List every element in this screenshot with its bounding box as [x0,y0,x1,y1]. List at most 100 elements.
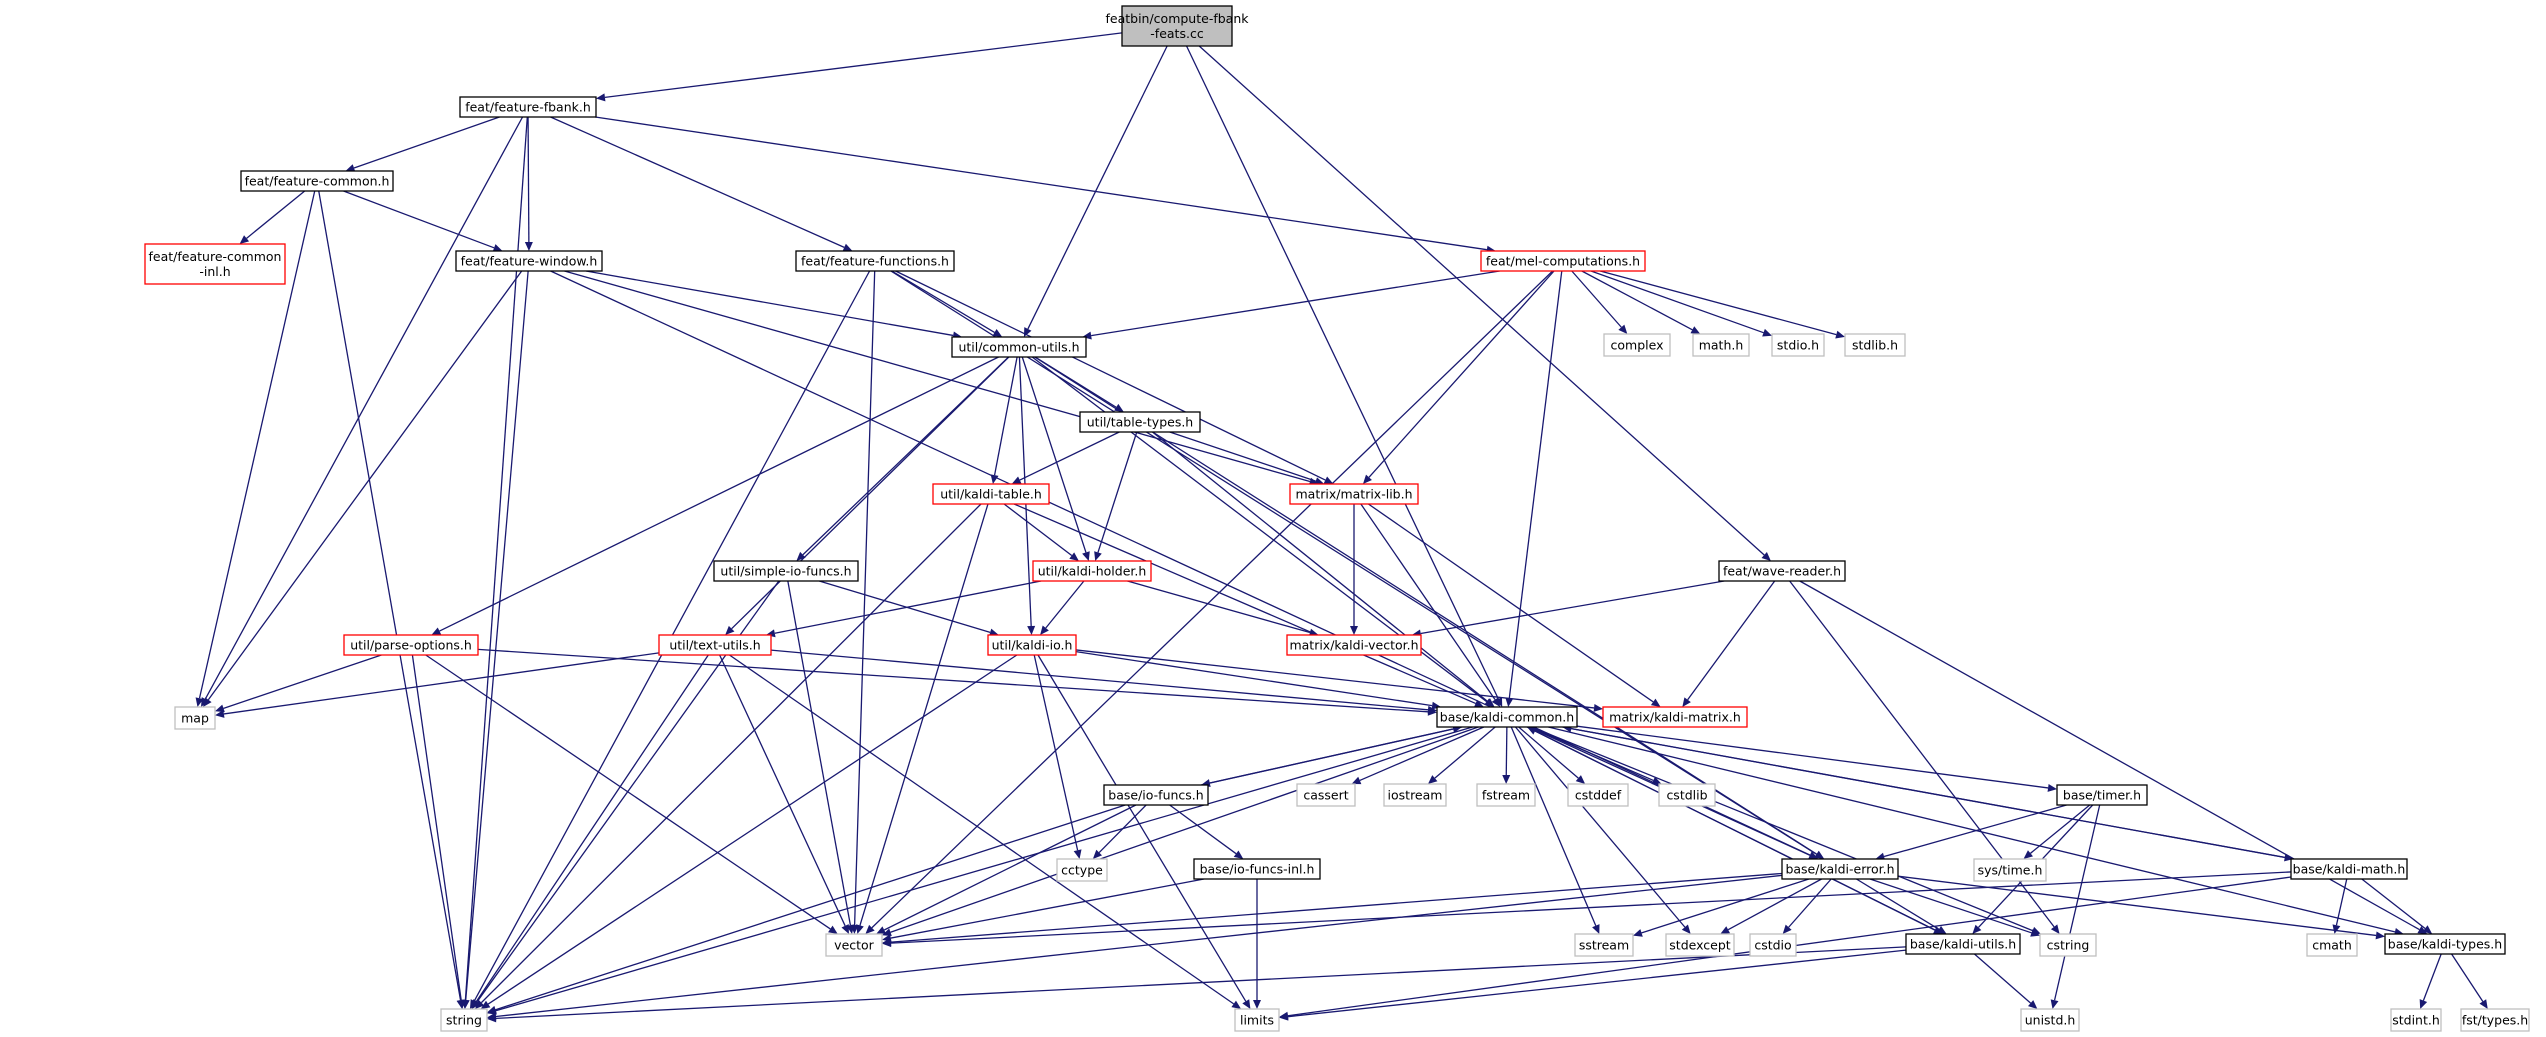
node-vector: vector [825,933,883,957]
node-limits: limits [1234,1008,1280,1032]
node-iofuncs[interactable]: base/io-funcs.h [1103,784,1209,806]
node-box [1056,858,1108,882]
edge-kaldierror-to-kalditypes [1897,875,2385,940]
edge-wavereader-to-kaldimatrix [1682,580,1776,707]
node-fbank[interactable]: feat/feature-fbank.h [459,96,597,118]
node-kaldimath[interactable]: base/kaldi-math.h [2290,858,2408,880]
edge-melcomp-to-stdlibh [1599,270,1845,339]
edge-kaldierror-to-stdexcept [1720,878,1822,934]
edge-iofuncs-to-string [487,804,1126,1014]
edge-tabletypes-to-kalditable [1011,431,1120,484]
edge-fbank-to-fcommon [345,116,500,172]
node-commonutils[interactable]: util/common-utils.h [951,336,1087,358]
edge-fcommon-to-fcommoninl [239,190,306,244]
node-label: cassert [1303,788,1348,803]
node-fcommon[interactable]: feat/feature-common.h [240,170,394,192]
edge-fwindow-to-commonutils [585,270,963,340]
node-box [1383,783,1447,807]
node-kaldiholder[interactable]: util/kaldi-holder.h [1032,560,1152,582]
edge-arrowhead [487,1005,497,1014]
node-box [2039,933,2097,957]
node-label: base/kaldi-common.h [1440,710,1574,725]
edge-kaldiutils-to-unistd [1974,953,2038,1009]
edge-matrixlib-to-kaldimatrix [1368,503,1661,707]
edge-line [2422,953,2442,1001]
node-kaldicommon[interactable]: base/kaldi-common.h [1436,706,1578,728]
edge-line [246,190,306,239]
node-kaldivector[interactable]: matrix/kaldi-vector.h [1286,634,1422,656]
edge-kaldiio-to-cctype [1033,654,1082,859]
node-box [2306,933,2358,957]
node-kaldiio[interactable]: util/kaldi-io.h [987,634,1077,656]
edge-arrowhead [1808,851,1819,859]
node-box [932,483,1050,505]
node-simpleio[interactable]: util/simple-io-funcs.h [713,560,859,582]
node-iofuncsinl[interactable]: base/io-funcs-inl.h [1193,858,1321,880]
edge-kaldicommon-to-string [487,726,1473,1015]
node-textutils[interactable]: util/text-utils.h [658,634,772,656]
edge-arrowhead [1618,324,1628,334]
edge-line [890,872,1783,943]
edge-arrowhead [1592,924,1600,934]
node-kaldimatrix[interactable]: matrix/kaldi-matrix.h [1602,706,1748,728]
node-root[interactable]: featbin/compute-fbank-feats.cc [1105,5,1249,47]
edge-line [1198,45,1765,556]
edge-matrixlib-to-kaldivector [1350,504,1358,635]
edge-line [787,580,852,926]
node-parseoptions[interactable]: util/parse-options.h [343,634,479,656]
node-fcommoninl[interactable]: feat/feature-common-inl.h [144,243,286,285]
edge-line [487,654,1018,1005]
node-label: matrix/kaldi-matrix.h [1609,710,1741,725]
edge-root-to-wavereader [1198,45,1771,561]
edge-iofuncs-to-kaldicommon [1200,725,1462,786]
edge-arrowhead [431,627,442,635]
node-kaldierror[interactable]: base/kaldi-error.h [1781,858,1899,880]
edge-arrowhead [2422,925,2433,934]
node-matrixlib[interactable]: matrix/matrix-lib.h [1289,483,1419,505]
edge-line [198,190,316,699]
edge-arrowhead [524,241,533,251]
edge-line [477,648,1429,713]
node-box [2020,1008,2080,1032]
node-ffunctions[interactable]: feat/feature-functions.h [795,250,955,272]
edge-line [1505,726,1508,776]
node-stdexcept: stdexcept [1665,933,1735,957]
edge-arrowhead [1491,697,1501,707]
node-kalditypes[interactable]: base/kaldi-types.h [2384,933,2506,955]
node-cmath: cmath [2306,933,2358,957]
edge-kaldicommon-to-kalditypes [1548,726,2404,936]
edge-arrowhead [1814,850,1825,859]
edge-line [495,726,1473,1012]
node-box [1234,1008,1280,1032]
node-tabletypes[interactable]: util/table-types.h [1079,411,1201,433]
edge-line [475,654,709,1002]
edge-arrowhead [882,928,892,937]
node-wavereader[interactable]: feat/wave-reader.h [1718,560,1846,582]
edge-line [1045,580,1085,629]
edge-arrowhead [2047,783,2057,792]
node-stdlibh: stdlib.h [1844,333,1906,357]
edge-line [1788,878,1832,928]
edge-line [318,190,462,1001]
node-melcomp[interactable]: feat/mel-computations.h [1480,250,1646,272]
edge-line [1013,503,1476,705]
edge-arrowhead [1474,699,1484,708]
node-box [1844,333,1906,357]
node-kalditable[interactable]: util/kaldi-table.h [932,483,1050,505]
edge-line [223,654,382,709]
edge-line [1641,878,1810,934]
node-fwindow[interactable]: feat/feature-window.h [455,250,603,272]
node-timer[interactable]: base/timer.h [2056,784,2148,806]
node-label: feat/feature-window.h [461,254,598,269]
node-label: base/kaldi-error.h [1785,862,1894,877]
edge-kaldiutils-to-limits [1279,949,1907,1021]
node-systime: sys/time.h [1973,858,2047,882]
node-label: stdio.h [1777,338,1819,353]
edge-textutils-to-string [471,654,709,1009]
edge-tabletypes-to-matrixlib [1169,431,1325,485]
edge-arrowhead [828,925,838,934]
node-label: stdexcept [1669,938,1730,953]
edge-arrowhead [1362,474,1372,484]
node-kaldiutils[interactable]: base/kaldi-utils.h [1905,933,2021,955]
node-box [1771,333,1825,357]
